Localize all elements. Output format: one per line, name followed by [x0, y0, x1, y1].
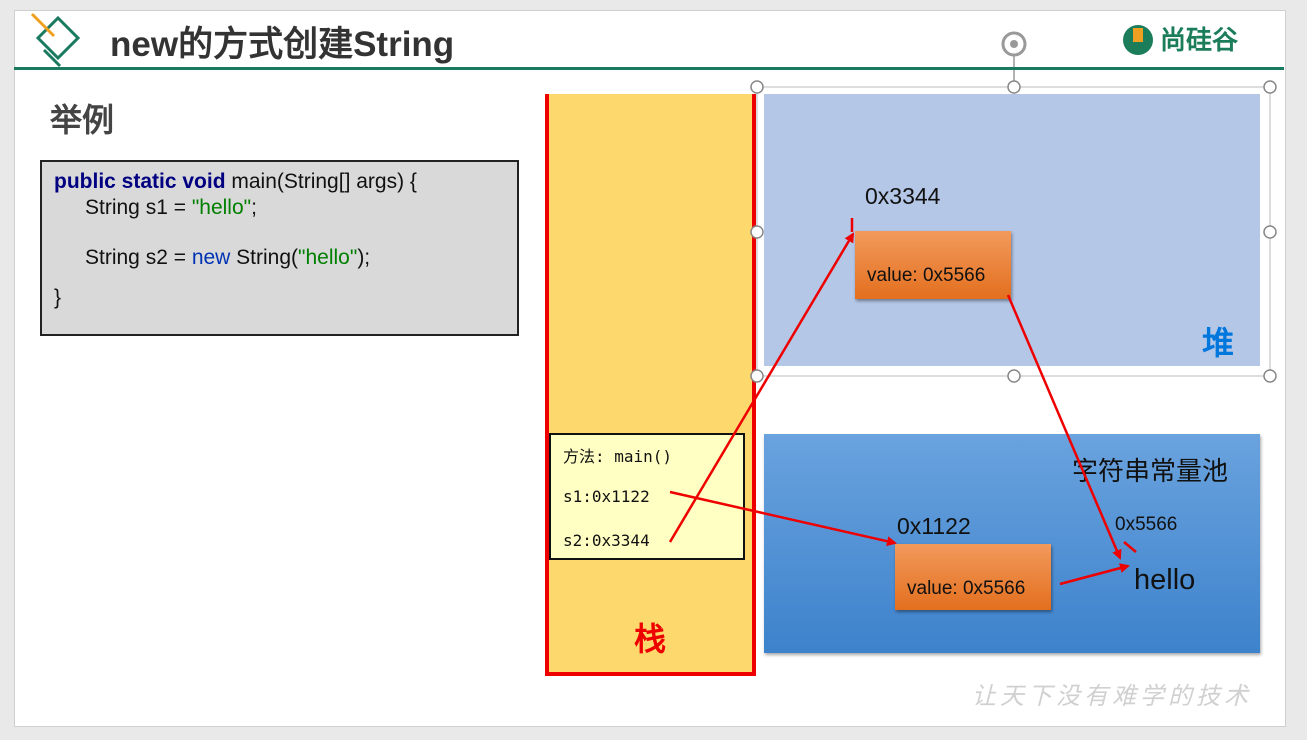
frame-var-s2: s2:0x3344 [563, 531, 650, 550]
heap-object-address: 0x3344 [865, 183, 941, 209]
brand-diamond-icon [30, 12, 81, 68]
arrow-pool-to-literal [1059, 563, 1130, 586]
resize-handle-icon [1263, 369, 1277, 383]
pool-object-address: 0x1122 [897, 513, 971, 539]
footer-slogan: 让天下没有难学的技术 [972, 682, 1252, 710]
code-string: "hello" [298, 246, 358, 269]
string-pool-area [764, 434, 1260, 653]
heap-string-object: value: 0x5566 [855, 231, 1011, 299]
resize-handle-icon [1263, 80, 1277, 94]
code-text: String s1 = [85, 196, 192, 219]
selection-handles[interactable] [750, 80, 1277, 383]
arrow-s1-to-pool [669, 490, 897, 547]
stack-label: 栈 [634, 620, 667, 658]
heap-area[interactable] [764, 94, 1260, 366]
hello-literal: hello [1134, 564, 1196, 596]
resize-handle-icon [750, 80, 764, 94]
code-string: "hello" [191, 196, 252, 219]
header-divider [14, 67, 1284, 70]
logo-text: 尚硅谷 [1160, 26, 1239, 56]
frame-method: 方法: main() [563, 447, 673, 466]
section-title: 举例 [50, 101, 115, 139]
logo-icon [1123, 25, 1153, 55]
code-text: ); [357, 246, 371, 269]
code-keyword: new [191, 246, 231, 269]
heap-object-value: value: 0x5566 [867, 265, 986, 286]
code-text: ; [251, 196, 257, 219]
resize-handle-icon [1007, 80, 1021, 94]
stack-frame: 方法: main() s1:0x1122 s2:0x3344 [549, 433, 745, 560]
arrow-heap-to-literal [1006, 294, 1122, 560]
code-text: main(String[] args) { [225, 170, 417, 193]
resize-handle-icon [750, 369, 764, 383]
code-text: String( [230, 246, 299, 269]
string-pool-label: 字符串常量池 [1072, 457, 1229, 487]
code-block: public static void main(String[] args) {… [40, 160, 519, 336]
resize-handle-icon [1007, 369, 1021, 383]
code-keyword: public static void [54, 170, 226, 193]
frame-var-s1: s1:0x1122 [563, 487, 650, 506]
address-tick [1123, 541, 1137, 553]
code-line-2: String s1 = "hello"; [85, 196, 257, 220]
arrow-s2-to-heap [668, 232, 855, 543]
code-text: } [54, 286, 62, 309]
pool-string-object: value: 0x5566 [895, 544, 1051, 610]
pool-object-value: value: 0x5566 [907, 578, 1026, 599]
code-line-4: } [54, 286, 61, 310]
heap-label: 堆 [1202, 324, 1235, 362]
code-text: String s2 = [85, 246, 192, 269]
page-title: new的方式创建String [110, 25, 455, 64]
code-line-1: public static void main(String[] args) { [54, 170, 417, 194]
code-line-3: String s2 = new String("hello"); [85, 246, 370, 270]
literal-address: 0x5566 [1115, 514, 1178, 535]
selection-frame [756, 86, 1271, 377]
stack-area [545, 94, 756, 676]
resize-handle-icon [1263, 225, 1277, 239]
resize-handle-icon [750, 225, 764, 239]
